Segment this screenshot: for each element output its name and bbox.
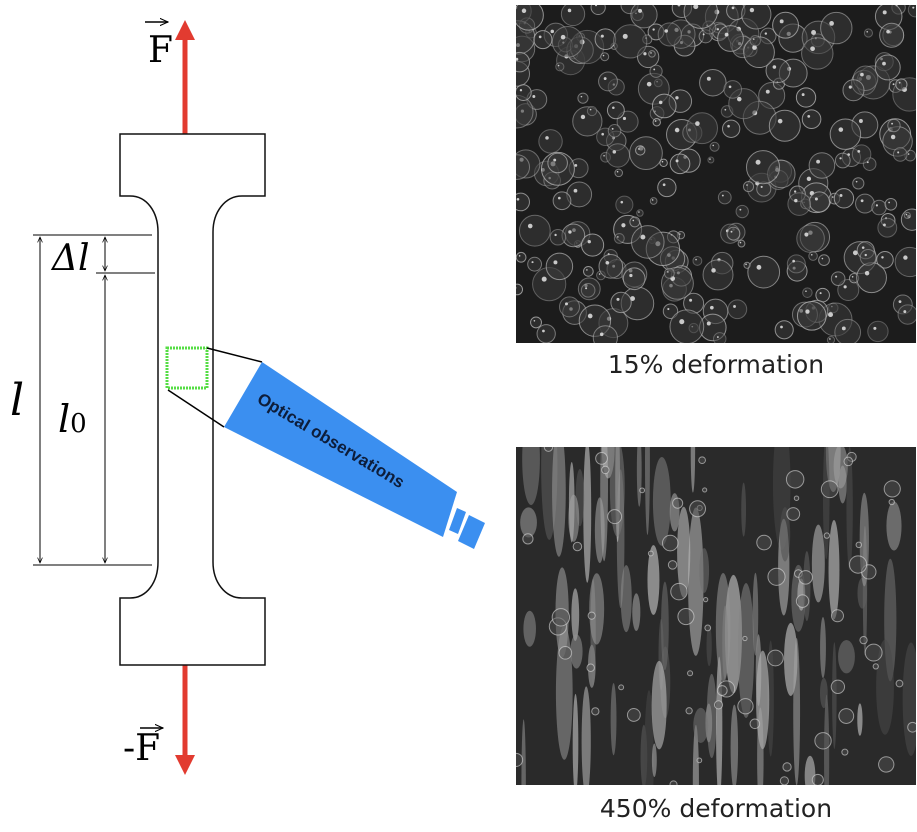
optical-probe-lens <box>458 515 485 549</box>
view-line-top <box>206 347 263 363</box>
caption-15-percent: 15% deformation <box>607 350 825 379</box>
force-top-label: F <box>148 30 173 71</box>
optical-probe-neck <box>449 508 466 534</box>
force-bottom-label: -F <box>123 728 160 769</box>
optical-probe-body <box>224 362 457 537</box>
specimen-outline <box>119 133 266 666</box>
micrograph-450-percent <box>516 447 916 785</box>
force-top-label-group: F <box>145 22 173 71</box>
force-bottom-label-group: -F <box>123 728 163 769</box>
l0-label: l0 <box>58 397 87 441</box>
l-label: l <box>10 375 24 426</box>
view-line-bottom <box>167 389 225 428</box>
delta-l-label: Δl <box>50 238 90 279</box>
optical-probe <box>224 362 485 549</box>
observation-window <box>165 346 209 390</box>
caption-450-percent: 450% deformation <box>599 794 833 823</box>
micrograph-15-percent <box>516 5 916 343</box>
